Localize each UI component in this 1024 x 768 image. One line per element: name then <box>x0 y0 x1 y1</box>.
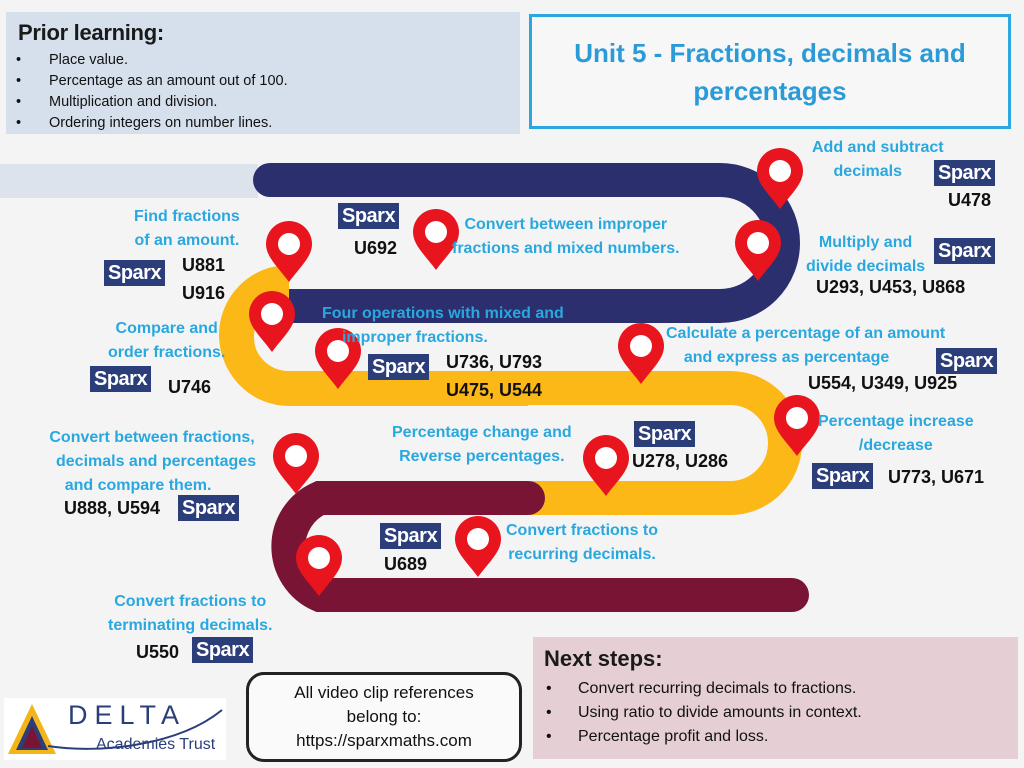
next-steps-title: Next steps: <box>544 646 663 671</box>
sparx-logo: Sparx <box>934 238 996 264</box>
step-label: Multiply and divide decimals <box>806 234 926 275</box>
clip-code: U278, U286 <box>632 451 729 471</box>
decorative-band <box>0 164 258 198</box>
prior-item: Percentage as an amount out of 100. <box>14 71 288 92</box>
clip-code: U692 <box>354 238 398 258</box>
unit-title: Unit 5 - Fractions, decimals and percent… <box>574 37 966 106</box>
unit-title-box: Unit 5 - Fractions, decimals and percent… <box>529 14 1011 129</box>
clip-code: U550 <box>136 642 180 662</box>
next-item: Percentage profit and loss. <box>544 725 862 749</box>
road-segment-yellow <box>219 265 802 515</box>
step-label: Find fractions of an amount. <box>134 208 240 249</box>
sparx-logo: Sparx <box>936 348 998 374</box>
step-label: Compare and order fractions. <box>108 320 226 361</box>
step-label: Convert between fractions, decimals and … <box>49 429 257 494</box>
delta-triangle-icon <box>8 704 223 754</box>
step-label: Calculate a percentage of an amount and … <box>666 325 946 366</box>
sparx-logo: Sparx <box>812 463 874 489</box>
step-label: Add and subtract decimals <box>812 139 944 180</box>
delta-logo-subtitle: Academies Trust <box>96 736 216 753</box>
sparx-logo: Sparx <box>90 366 152 392</box>
sparx-logo: Sparx <box>104 260 166 286</box>
clip-code: U293, U453, U868 <box>816 277 966 297</box>
sparx-logo: Sparx <box>380 523 442 549</box>
delta-logo-name: DELTA <box>68 700 187 730</box>
clip-code: U916 <box>182 283 226 303</box>
prior-item: Ordering integers on number lines. <box>14 113 288 134</box>
next-item: Using ratio to divide amounts in context… <box>544 701 862 725</box>
step-label: Convert fractions to recurring decimals. <box>506 522 659 563</box>
video-link[interactable]: https://sparxmaths.com <box>296 731 472 750</box>
step-label: Percentage change and Reverse percentage… <box>392 424 572 465</box>
video-line: All video clip references <box>294 683 474 702</box>
clip-code: U746 <box>168 377 212 397</box>
clip-code: U736, U793 <box>446 352 543 372</box>
step-label: Convert between improper fractions and m… <box>452 216 680 257</box>
next-item: Convert recurring decimals to fractions. <box>544 677 862 701</box>
clip-code: U881 <box>182 255 226 275</box>
road-segment-navy <box>253 163 800 323</box>
clip-code: U554, U349, U925 <box>808 373 958 393</box>
clip-code: U888, U594 <box>64 498 161 518</box>
prior-item: Place value. <box>14 50 288 71</box>
step-label: Percentage increase /decrease <box>818 413 974 454</box>
clip-code: U478 <box>948 190 992 210</box>
clip-code: U475, U544 <box>446 380 543 400</box>
video-reference-box: All video clip references belong to: htt… <box>246 672 522 762</box>
next-steps-list: Convert recurring decimals to fractions.… <box>544 677 862 749</box>
prior-learning-list: Place value. Percentage as an amount out… <box>14 50 288 134</box>
step-label: Four operations with mixed and improper … <box>322 305 564 346</box>
sparx-logo: Sparx <box>634 421 696 447</box>
step-label: Convert fractions to terminating decimal… <box>108 593 273 634</box>
video-line: belong to: <box>346 707 422 726</box>
clip-code: U689 <box>384 554 428 574</box>
sparx-logo: Sparx <box>368 354 430 380</box>
prior-learning-title: Prior learning: <box>18 20 164 45</box>
sparx-logo: Sparx <box>934 160 996 186</box>
prior-item: Multiplication and division. <box>14 92 288 113</box>
clip-code: U773, U671 <box>888 467 985 487</box>
sparx-logo: Sparx <box>178 495 240 521</box>
sparx-logo: Sparx <box>338 203 400 229</box>
sparx-logo: Sparx <box>192 637 254 663</box>
